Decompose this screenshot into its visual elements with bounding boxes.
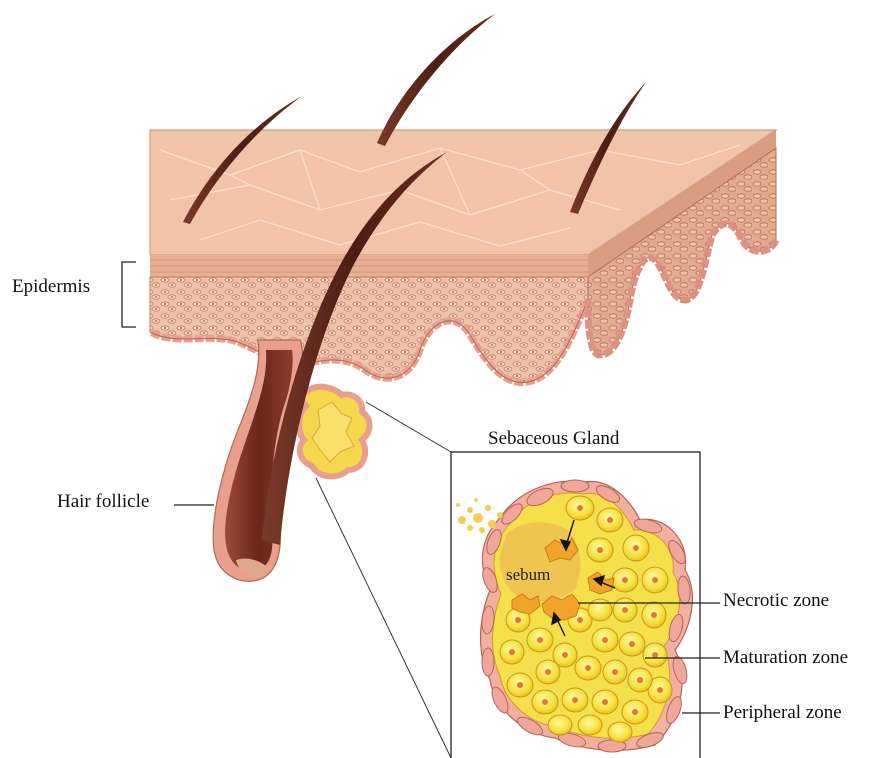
epidermis-label: Epidermis <box>12 277 90 296</box>
sebum-region <box>500 522 581 601</box>
peripheral-zone-label: Peripheral zone <box>723 703 842 722</box>
sebum-label: sebum <box>506 566 550 583</box>
epidermis-bracket <box>122 262 136 327</box>
necrotic-zone-label: Necrotic zone <box>723 591 829 610</box>
hair-follicle-label: Hair follicle <box>57 492 149 511</box>
dermis-front <box>150 277 588 383</box>
maturation-zone-label: Maturation zone <box>723 648 848 667</box>
sebaceous-gland-title: Sebaceous Gland <box>488 429 619 448</box>
